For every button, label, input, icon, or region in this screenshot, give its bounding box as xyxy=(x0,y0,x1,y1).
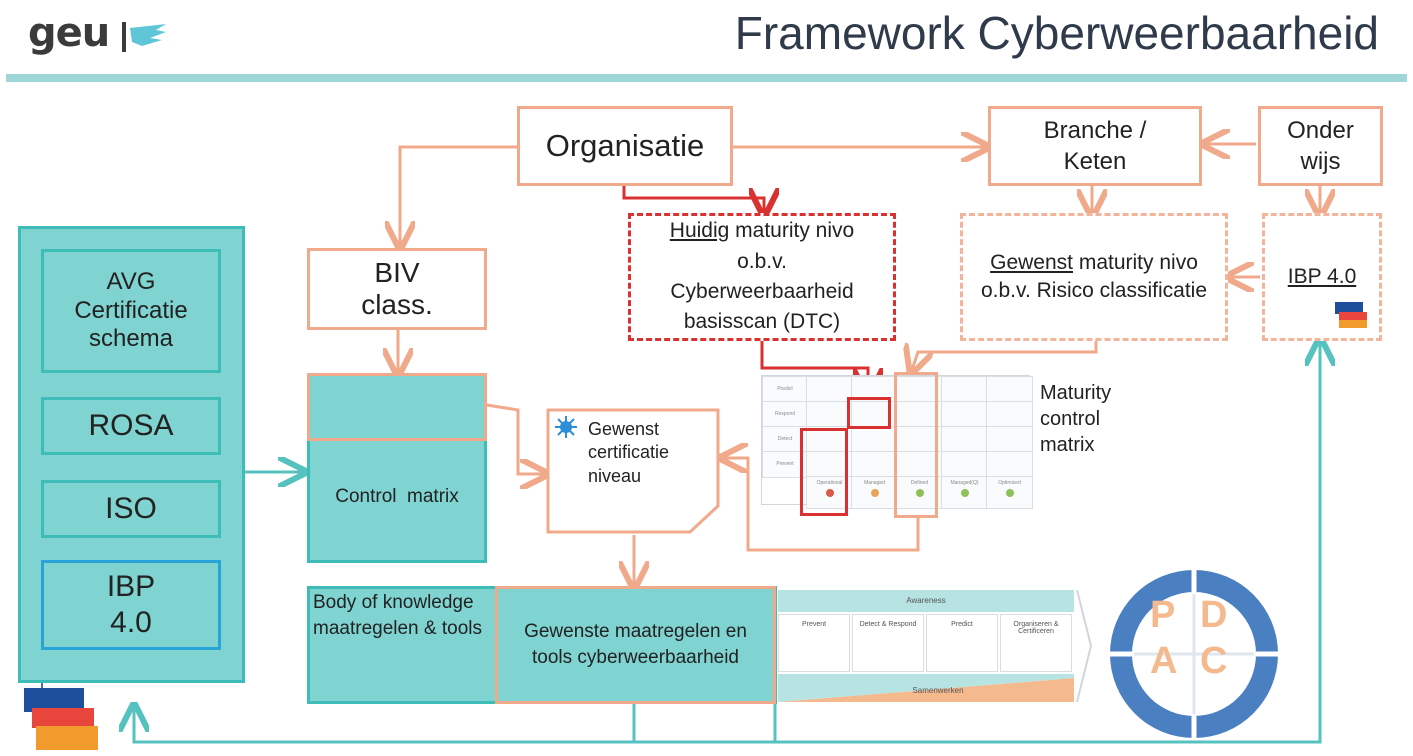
matrix-cell xyxy=(806,401,853,428)
ibp-left-label: IBP 4.0 xyxy=(106,570,156,639)
body-knowledge-label: Body of knowledge maatregelen & tools xyxy=(313,592,482,640)
matrix-col-label: Optimized xyxy=(986,476,1033,509)
ibp-top-box: IBP 4.0 xyxy=(1262,213,1382,341)
organisatie-label: Organisatie xyxy=(545,127,705,163)
matrix-cell xyxy=(806,376,853,403)
matrix-col-label: Managed xyxy=(851,476,898,509)
avg-label: AVG Certificatie schema xyxy=(74,267,188,353)
matrix-level-dot xyxy=(960,489,969,497)
samenwerken-wedge xyxy=(778,674,1074,702)
branche-keten-box: Branche / Keten xyxy=(988,106,1202,186)
iso-label: ISO xyxy=(105,492,157,525)
pdca-wheel xyxy=(1110,570,1278,738)
awareness-bar: Awareness xyxy=(778,590,1074,612)
page-title: Framework Cyberweerbaarheid xyxy=(734,7,1379,59)
matrix-cell xyxy=(986,426,1033,453)
huidig-maturity-label: Huidig maturity nivo o.b.v. Cyberweerbaa… xyxy=(647,216,877,338)
ibp-left-box: IBP 4.0 xyxy=(41,560,221,650)
gewenst-cert-shape xyxy=(546,408,720,534)
awareness-column: Organiseren & Certificeren xyxy=(1000,614,1072,672)
pdca-p: P xyxy=(1150,594,1176,636)
sparkle-icon xyxy=(555,416,577,438)
pdca-c: C xyxy=(1200,640,1228,682)
organisatie-box: Organisatie xyxy=(517,106,733,186)
matrix-level-dot xyxy=(915,489,924,497)
samenwerken-label: Samenwerken xyxy=(912,686,964,695)
rosa-box: ROSA xyxy=(41,397,221,455)
control-matrix-label: Control matrix xyxy=(335,486,459,507)
gewenst-underlined: Gewenst xyxy=(990,250,1073,274)
gewenste-maatregelen-label: Gewenste maatregelen en tools cyberweerb… xyxy=(524,621,747,668)
matrix-cell xyxy=(986,401,1033,428)
awareness-column: Predict xyxy=(926,614,998,672)
matrix-cell xyxy=(941,376,988,403)
biv-label: BIV class. xyxy=(361,256,433,320)
ibp-badge-icon xyxy=(1335,302,1367,328)
gewenst-cert-label: Gewenst certificatie niveau xyxy=(588,419,670,486)
matrix-row-label: Respond xyxy=(762,401,808,428)
awareness-column: Prevent xyxy=(778,614,850,672)
matrix-col-label: Managed(Q) xyxy=(941,476,988,509)
biv-box: BIV class. xyxy=(307,248,487,330)
gewenst-maturity-label: Gewenst maturity nivo o.b.v. Risico clas… xyxy=(974,249,1214,306)
matrix-cell xyxy=(986,451,1033,478)
huidig-maturity-box: Huidig maturity nivo o.b.v. Cyberweerbaa… xyxy=(628,213,896,341)
awareness-column: Detect & Respond xyxy=(852,614,924,672)
branche-keten-label: Branche / Keten xyxy=(1043,116,1147,175)
current-level-highlight xyxy=(800,428,848,516)
target-level-highlight xyxy=(894,372,938,518)
rosa-label: ROSA xyxy=(88,409,174,442)
onderwijs-label: Onder wijs xyxy=(1287,116,1354,175)
header-rule xyxy=(6,74,1407,82)
matrix-cell xyxy=(941,401,988,428)
geu-logo: geu xyxy=(28,10,178,60)
pdca-d: D xyxy=(1200,594,1228,636)
huidig-rest: maturity nivo o.b.v. Cyberweerbaarheid b… xyxy=(670,219,855,334)
pdca-a: A xyxy=(1150,640,1178,682)
matrix-cell xyxy=(851,451,898,478)
gewenst-rest: maturity nivo o.b.v. Risico classificati… xyxy=(980,250,1208,302)
matrix-cell xyxy=(986,376,1033,403)
matrix-cell xyxy=(941,426,988,453)
ibp-badge-large-icon xyxy=(24,688,98,750)
maturity-label: Maturity control matrix xyxy=(1040,382,1112,456)
strip-chevron-icon xyxy=(1076,590,1093,702)
avg-box: AVG Certificatie schema xyxy=(41,249,221,373)
matrix-cell xyxy=(851,426,898,453)
huidig-underlined: Huidig xyxy=(669,219,730,243)
logo-wing-icon xyxy=(122,22,166,52)
control-matrix-header xyxy=(307,373,487,441)
iso-box: ISO xyxy=(41,480,221,538)
matrix-row-label: Predict xyxy=(762,376,808,403)
onderwijs-box: Onder wijs xyxy=(1258,106,1383,186)
current-respond-highlight xyxy=(847,397,891,429)
gewenste-maatregelen-box: Gewenste maatregelen en tools cyberweerb… xyxy=(495,586,776,704)
ibp-top-label: IBP 4.0 xyxy=(1287,265,1357,289)
matrix-level-dot xyxy=(870,489,879,497)
logo-text: geu xyxy=(28,10,110,56)
matrix-level-dot xyxy=(1005,489,1014,497)
gewenst-maturity-box: Gewenst maturity nivo o.b.v. Risico clas… xyxy=(960,213,1228,341)
matrix-level-dot xyxy=(825,489,834,497)
matrix-cell xyxy=(941,451,988,478)
